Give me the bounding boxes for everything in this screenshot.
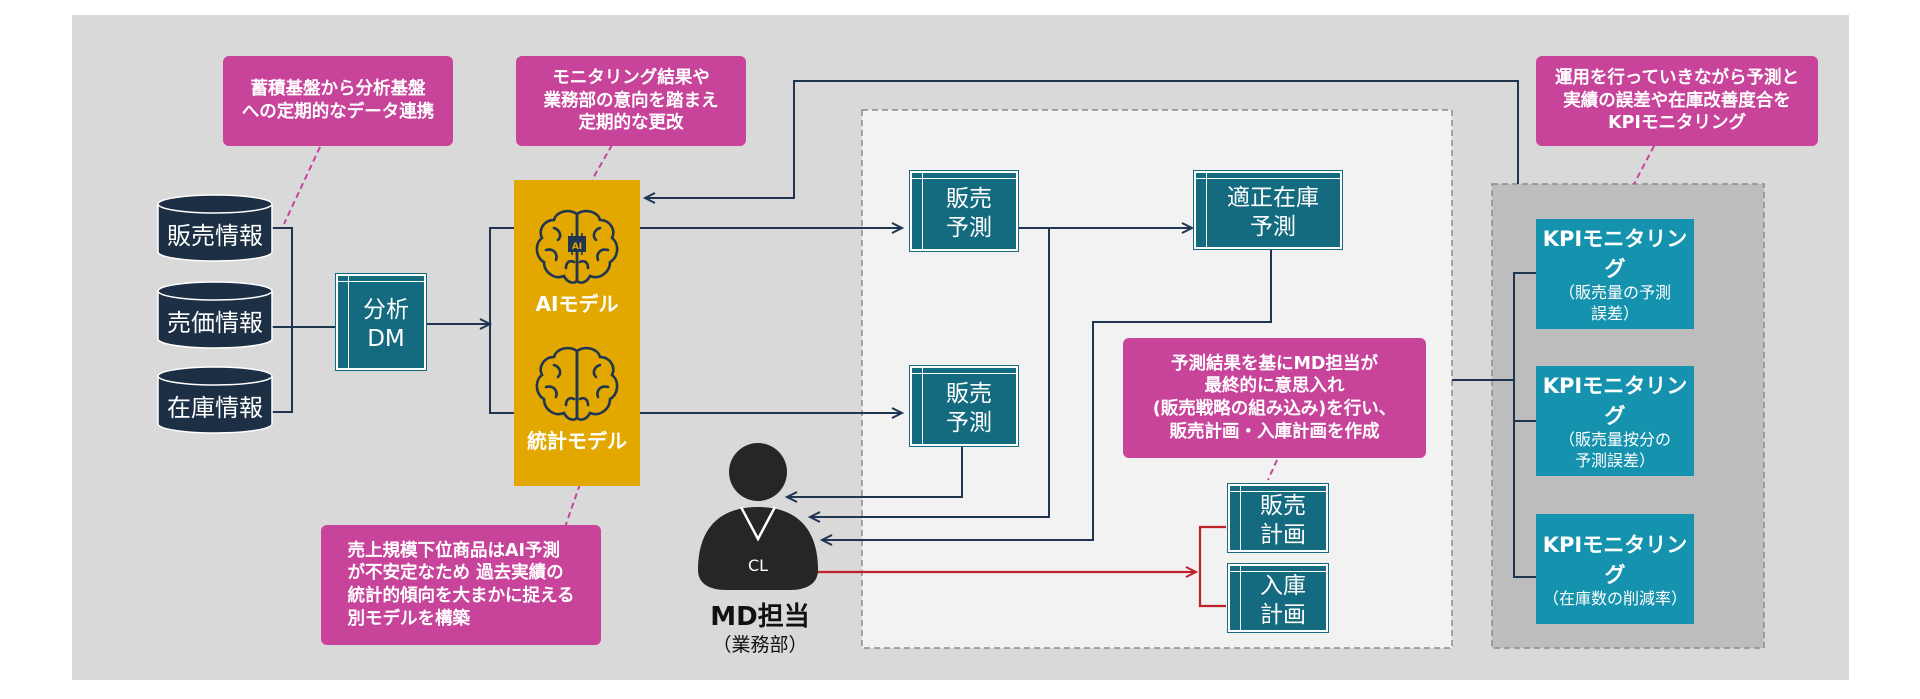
stock-plan-box: 入庫計画 xyxy=(1228,564,1328,632)
stat-brain-icon xyxy=(535,346,619,421)
ai-model-label: AIモデル xyxy=(535,292,619,316)
db-stock-info: 在庫情報 xyxy=(157,366,273,434)
callout-data-link: 蓄積基盤から分析基盤への定期的なデータ連携 xyxy=(223,56,453,146)
db-stock-info-label: 在庫情報 xyxy=(167,393,263,422)
db-sales-info: 販売情報 xyxy=(157,194,273,262)
kpi-feedback-arrow xyxy=(642,80,1519,204)
models-split-line xyxy=(489,227,514,414)
kpi-branch-line xyxy=(1513,272,1536,578)
forecast1-to-md-arrow xyxy=(807,228,1050,523)
sources-to-dm-line xyxy=(272,227,336,413)
kpi-allocation-error: KPIモニタリング （販売量按分の 予測誤差） xyxy=(1536,366,1694,476)
ai-chip-label: AI xyxy=(571,242,583,252)
md-subtitle: （業務部） xyxy=(712,634,808,656)
plans-bracket xyxy=(1198,525,1226,608)
inventory-forecast-box: 適正在庫予測 xyxy=(1194,171,1342,249)
callout-stat-model: 売上規模下位商品はAI予測が不安定なため 過去実績の統計的傾向を大まかに捉える別… xyxy=(321,525,601,645)
inventory-to-md-arrow xyxy=(819,248,1272,546)
stat-model-label: 統計モデル xyxy=(527,429,627,453)
callout-leaders xyxy=(283,144,1655,531)
sales-plan-box: 販売計画 xyxy=(1228,484,1328,552)
ai-brain-icon xyxy=(535,209,619,284)
db-price-info-label: 売価情報 xyxy=(167,308,263,337)
sales-forecast-box-ai: 販売予測 xyxy=(910,171,1018,251)
db-price-info: 売価情報 xyxy=(157,281,273,349)
md-title: MD担当 xyxy=(710,602,810,632)
kpi-stock-reduction: KPIモニタリング （在庫数の削減率） xyxy=(1536,514,1694,624)
md-badge: CL xyxy=(747,556,769,575)
callout-md-decision: 予測結果を基にMD担当が最終的に意思入れ(販売戦略の組み込み)を行い、販売計画・… xyxy=(1123,338,1426,458)
forecast2-to-md-arrow xyxy=(784,444,963,503)
sales-forecast-box-stat: 販売予測 xyxy=(910,366,1018,446)
db-sales-info-label: 販売情報 xyxy=(167,221,263,250)
md-person-icon xyxy=(698,443,818,590)
callout-model-update: モニタリング結果や業務部の意向を踏まえ定期的な更改 xyxy=(516,56,746,146)
kpi-forecast-error: KPIモニタリング （販売量の予測 誤差） xyxy=(1536,219,1694,329)
